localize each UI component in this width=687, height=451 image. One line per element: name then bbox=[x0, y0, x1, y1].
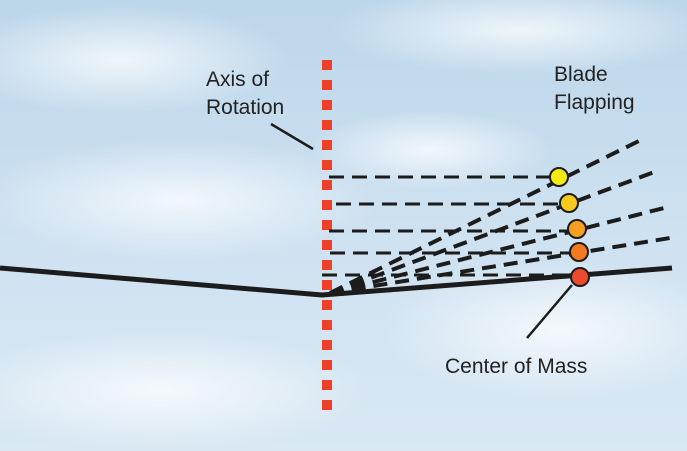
flapped-blade-line bbox=[329, 136, 646, 295]
axis-label-pointer bbox=[270, 122, 314, 151]
mass-point-1 bbox=[549, 167, 569, 187]
flapped-blade-positions bbox=[329, 136, 671, 295]
flapped-blade-line bbox=[329, 169, 658, 295]
axis-of-rotation-label: Axis of Rotation bbox=[206, 66, 284, 122]
center-of-mass-label: Center of Mass bbox=[445, 353, 587, 381]
center-of-mass-pointer bbox=[526, 284, 573, 339]
blade-label-line-2: Flapping bbox=[554, 91, 635, 114]
mass-point-5 bbox=[570, 267, 590, 287]
center-of-mass-points bbox=[549, 167, 590, 287]
axis-label-line-2: Rotation bbox=[206, 96, 285, 119]
flapped-blade-line bbox=[329, 236, 671, 295]
blade-flapping-label: Blade Flapping bbox=[554, 61, 635, 117]
axis-label-line-1: Axis of bbox=[206, 68, 270, 91]
mass-point-4 bbox=[569, 242, 589, 262]
blade-label-line-1: Blade bbox=[554, 63, 608, 86]
flapped-blade-line bbox=[329, 206, 665, 295]
center-of-mass-text: Center of Mass bbox=[445, 355, 588, 378]
mass-point-2 bbox=[559, 193, 579, 213]
rotor-blade bbox=[0, 265, 673, 298]
mass-point-3 bbox=[567, 219, 587, 239]
